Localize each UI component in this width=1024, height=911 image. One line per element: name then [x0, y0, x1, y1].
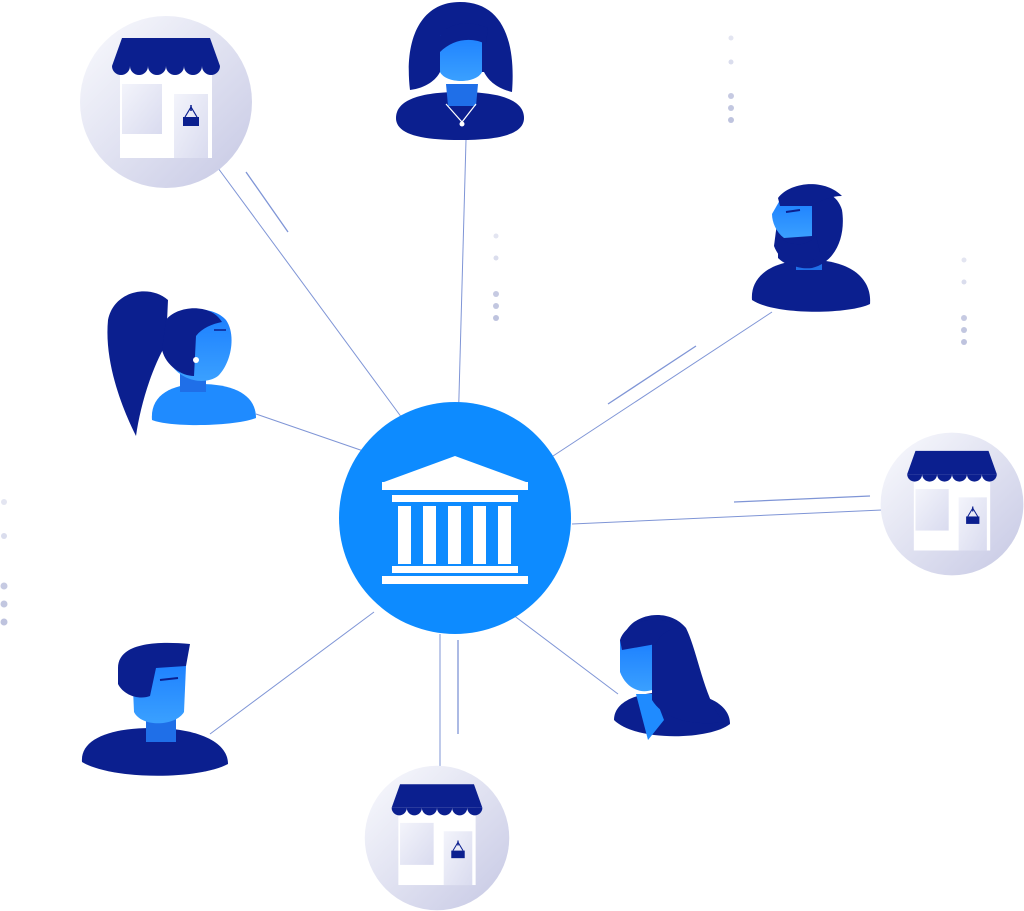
- man-avatar-icon: [81, 642, 228, 776]
- link-woman-top: [457, 139, 467, 433]
- ponytail-woman-avatar-icon: [107, 291, 256, 436]
- link-bearded-man: [549, 311, 773, 459]
- connection-lines: [209, 139, 883, 770]
- link-shop-top-left: [217, 167, 403, 419]
- long-hair-woman-avatar-icon: [614, 614, 730, 740]
- shop-top-left: [79, 15, 253, 189]
- bearded-man-avatar-icon: [751, 184, 871, 312]
- woman-avatar-icon: [396, 2, 524, 140]
- shop-bottom: [364, 765, 510, 911]
- link-shop-right: [571, 509, 883, 525]
- shop-right: [879, 431, 1024, 577]
- link-man-lower-left: [209, 611, 375, 735]
- bank-building-icon: [382, 456, 528, 584]
- bank-hub: [339, 402, 571, 634]
- decorative-dots: [0, 35, 967, 626]
- link-ponytail-woman: [255, 413, 373, 455]
